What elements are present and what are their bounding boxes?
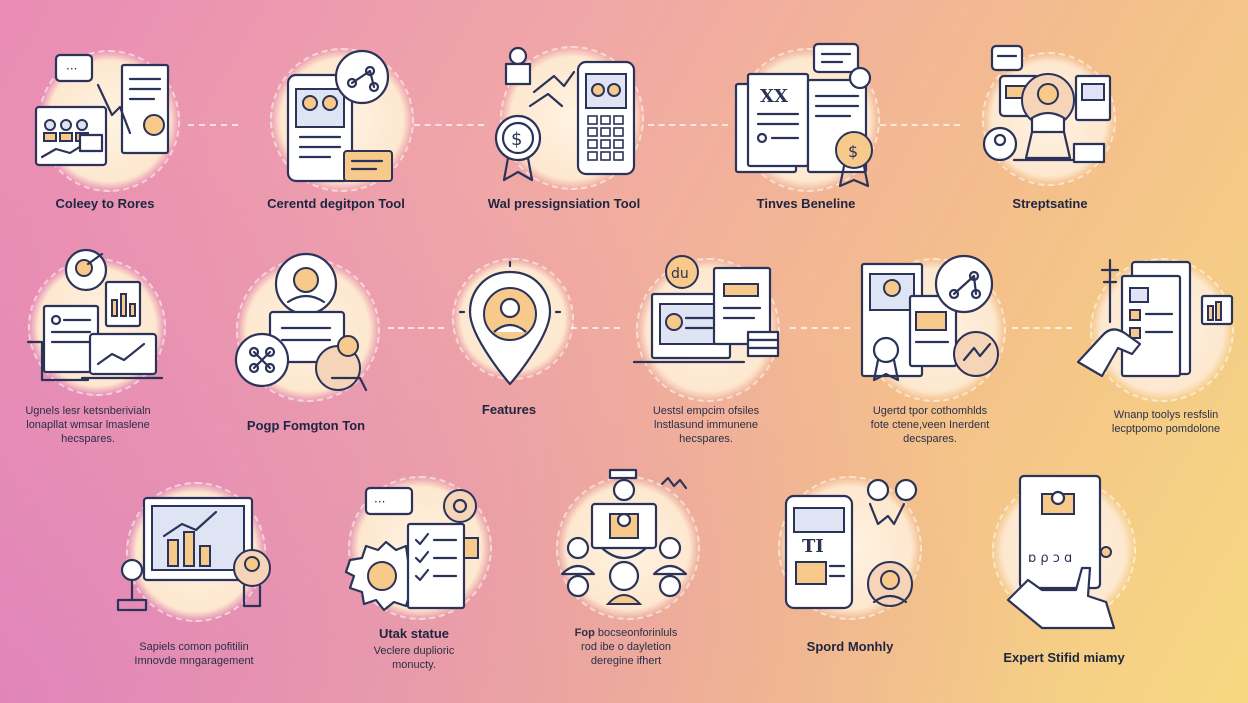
caption-line: Ugnels lesr ketsnberivialn bbox=[25, 405, 151, 417]
caption-line: Fop bocseonforinluls bbox=[575, 626, 678, 640]
presentation-board-icon: ··· bbox=[34, 53, 170, 167]
dollar-sign: $ bbox=[511, 129, 522, 150]
speech-dots: ··· bbox=[374, 495, 385, 509]
location-user-pin-icon bbox=[458, 260, 562, 386]
row2-caption-5: Ugertd tpor cothomhlds fote ctene,veen I… bbox=[871, 404, 990, 446]
board-text: ɒ ρ ɔ ɑ bbox=[1028, 551, 1072, 566]
connector-line bbox=[648, 124, 728, 126]
mobile-keypad-icon: $ bbox=[494, 46, 636, 182]
document-certificate-icon: XX $ bbox=[734, 42, 873, 188]
analytics-laptop-icon bbox=[26, 248, 164, 382]
row1-label-1: Coleey to Rores bbox=[55, 196, 155, 211]
support-agent-icon bbox=[982, 44, 1112, 164]
speech-dots: ··· bbox=[66, 62, 77, 76]
caption-line: hecspares. bbox=[61, 433, 115, 445]
mobile-team-icon: TI bbox=[784, 478, 918, 610]
caption-line: rod ibe o dayletion bbox=[581, 641, 671, 653]
caption-line: lnstlasund immunene bbox=[654, 419, 758, 431]
caption-line: Sapiels comon pofitilin bbox=[139, 641, 249, 653]
connector-line bbox=[414, 124, 484, 126]
caption-line: lecptpomo pomdolone bbox=[1111, 423, 1221, 435]
row2-caption-1: Ugnels lesr ketsnberivialn lonapllat wms… bbox=[25, 404, 150, 446]
connector-line bbox=[1012, 327, 1072, 329]
xx-mark: XX bbox=[760, 86, 788, 107]
network-user-icon bbox=[234, 252, 368, 392]
row3-label-5: Expert Stifid miamy bbox=[1003, 650, 1125, 665]
caption-line: lonapllat wmsar lmaslene bbox=[26, 419, 150, 431]
row1-label-3: Wal pressignsiation Tool bbox=[487, 196, 641, 211]
row1-label-5: Streptsatine bbox=[1012, 196, 1088, 211]
connector-line bbox=[790, 327, 850, 329]
settings-checklist-icon: ··· bbox=[344, 486, 479, 612]
connector-line bbox=[188, 124, 238, 126]
row2-caption-4: Uestsl empcim ofsiles lnstlasund immunen… bbox=[653, 404, 759, 446]
caption-line: Veclere duplioric bbox=[373, 645, 455, 657]
caption-line: deregine ifhert bbox=[590, 655, 662, 667]
connector-line bbox=[880, 124, 960, 126]
connector-line bbox=[388, 327, 444, 329]
caption-line: decspares. bbox=[903, 433, 957, 445]
hand-document-icon bbox=[1076, 258, 1234, 378]
connector-line bbox=[560, 327, 620, 329]
tt-mark: TI bbox=[802, 536, 824, 557]
touch-screen-icon: ɒ ρ ɔ ɑ bbox=[1006, 474, 1116, 630]
row3-caption-2: Veclere duplioric monucty. bbox=[374, 644, 455, 672]
caption-line: Uestsl empcim ofsiles bbox=[652, 405, 760, 417]
caption-line: hecspares. bbox=[679, 433, 733, 445]
row1-label-4: Tinves Beneline bbox=[756, 196, 856, 211]
row3-caption-1: Sapiels comon pofitilin Imnovde mngarage… bbox=[134, 640, 253, 668]
row3-label-3: Fop bbox=[574, 627, 595, 639]
row2-label-2: Pogp Fomgton Ton bbox=[246, 418, 366, 433]
row3-label-4: Spord Monhly bbox=[806, 639, 894, 654]
caption-line: fote ctene,veen Inerdent bbox=[870, 419, 990, 431]
caption-line: monucty. bbox=[392, 659, 436, 671]
mobile-profile-icon bbox=[286, 49, 393, 183]
caption-line: Wnanp toolys resfslin bbox=[1113, 409, 1219, 421]
row3-caption-3: Fop bocseonforinluls rod ibe o dayletion… bbox=[575, 626, 678, 668]
caption-text: bocseonforinluls bbox=[597, 627, 678, 639]
row3-label-2: Utak statue bbox=[378, 626, 450, 641]
monitor-growth-chart-icon bbox=[116, 496, 271, 612]
row1-label-2: Cerentd degitpon Tool bbox=[267, 196, 405, 211]
desktop-documents-icon: du bbox=[632, 255, 780, 364]
row2-caption-6: Wnanp toolys resfslin lecptpomo pomdolon… bbox=[1112, 408, 1220, 436]
caption-line: Ugertd tpor cothomhlds bbox=[872, 405, 988, 417]
workflow-documents-icon bbox=[860, 254, 999, 382]
team-leader-icon bbox=[560, 468, 688, 605]
row2-label-3: Features bbox=[481, 402, 537, 417]
dollar-sign: $ bbox=[848, 142, 858, 161]
du-mark: du bbox=[671, 266, 689, 282]
caption-line: Imnovde mngaragement bbox=[134, 655, 254, 667]
